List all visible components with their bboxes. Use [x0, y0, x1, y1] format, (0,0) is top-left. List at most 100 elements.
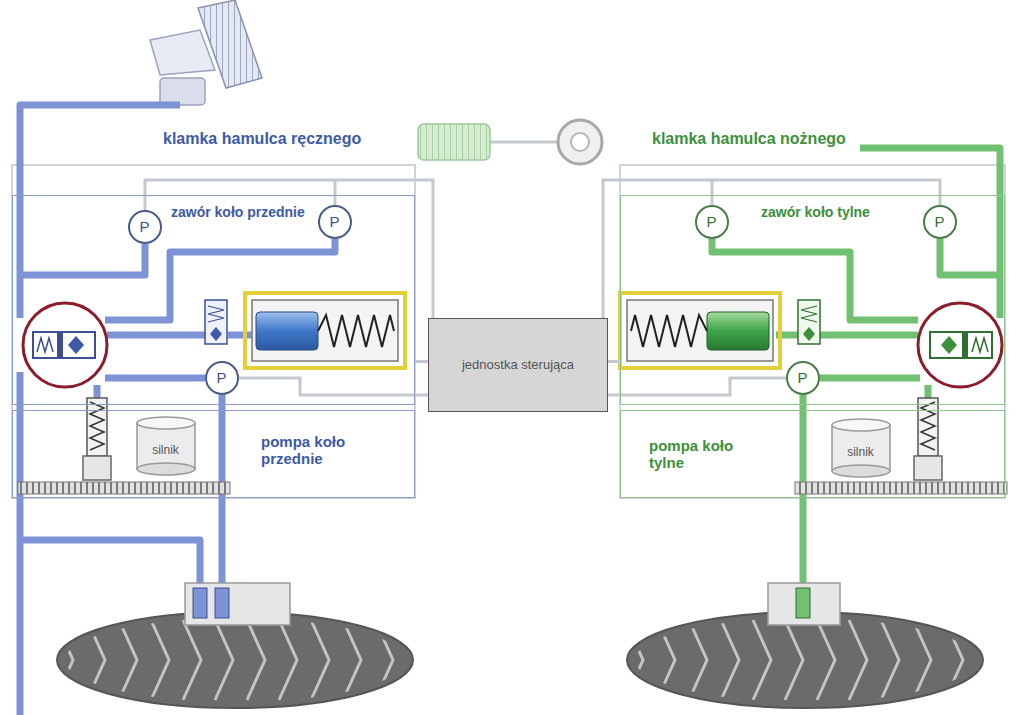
pressure-sensor: P	[786, 361, 820, 395]
sensor-letter: P	[139, 218, 149, 235]
front-hydraulic-unit	[208, 306, 224, 322]
tyre-tread	[785, 620, 803, 700]
front-brake-line	[105, 375, 205, 382]
hand-brake-lever	[160, 78, 205, 105]
signal-wire	[490, 141, 558, 144]
rear-brake-line	[860, 148, 1000, 318]
motor-outline	[832, 465, 890, 477]
hand-brake-lever	[150, 0, 262, 105]
front-hydraulic-unit	[210, 327, 222, 341]
foot-brake-pedal	[418, 120, 602, 164]
front-brake-line	[20, 105, 180, 318]
tyre-tread	[625, 620, 995, 700]
signal-connector	[608, 360, 620, 363]
front-hydraulic-unit	[205, 300, 227, 344]
rear-hydraulic-unit	[798, 300, 820, 344]
motor: silnik	[830, 417, 892, 479]
rear-hydraulic-unit	[627, 300, 773, 361]
front-brake-line	[107, 332, 205, 339]
motor-outline	[137, 423, 195, 469]
rear-hydraulic-unit	[801, 306, 817, 322]
rear-brake-line	[820, 332, 918, 339]
tyre-tread	[913, 620, 931, 700]
rear-hydraulic-unit	[962, 333, 968, 357]
rear-hydraulic-unit	[803, 327, 815, 341]
tyre-tread	[55, 620, 73, 700]
front-hydraulic-unit	[256, 312, 318, 350]
pump-box: silnik pompa koło przednie	[12, 410, 415, 498]
box-heading: pompa koło przednie	[261, 433, 373, 468]
tyre-tread	[119, 620, 137, 700]
motor-outline	[832, 425, 890, 471]
rear-hydraulic-unit	[918, 303, 1002, 387]
rear-brake-line	[940, 239, 1000, 275]
tyre-tread	[183, 620, 201, 700]
front-wheel	[185, 583, 290, 625]
foot-brake-pedal	[571, 133, 589, 151]
motor: silnik	[135, 415, 197, 477]
front-wheel	[57, 612, 413, 708]
tyre-tread	[721, 620, 739, 700]
rear-hydraulic-unit	[972, 338, 988, 352]
rear-wheel	[627, 612, 983, 708]
signal-wire	[334, 180, 337, 205]
box-text: jednostka sterująca	[462, 358, 574, 373]
signal-wire	[239, 378, 428, 395]
tyre-tread	[817, 620, 835, 700]
front-hydraulic-unit	[318, 315, 394, 347]
part-label: klamka hamulca ręcznego	[163, 130, 361, 148]
rear-brake-line	[820, 375, 920, 382]
front-brake-line	[20, 244, 145, 275]
tyre-tread	[977, 620, 995, 700]
housing-frame	[620, 165, 1005, 498]
front-hydraulic-unit	[23, 303, 107, 387]
box-text: silnik	[847, 446, 874, 460]
rear-hydraulic-unit	[620, 293, 1007, 494]
tyre-tread	[625, 620, 643, 700]
signal-wire	[711, 180, 714, 205]
front-hydraulic-unit	[87, 398, 107, 456]
tyre-tread	[753, 620, 771, 700]
foot-brake-pedal	[558, 120, 602, 164]
rear-hydraulic-unit	[795, 482, 1007, 494]
tyre-tread	[945, 620, 963, 700]
rear-hydraulic-unit	[941, 336, 957, 354]
motor-outline	[137, 463, 195, 475]
front-hydraulic-unit	[245, 293, 405, 368]
front-brake-line	[20, 540, 200, 588]
signal-connector	[415, 360, 428, 363]
tyre-tread	[375, 620, 393, 700]
sensor-letter: P	[706, 213, 716, 230]
tyre-tread	[215, 620, 233, 700]
front-wheel	[215, 588, 229, 618]
hand-brake-lever	[150, 30, 215, 75]
rear-hydraulic-unit	[707, 312, 769, 350]
sensor-letter: P	[329, 213, 339, 230]
front-hydraulic-unit	[33, 332, 95, 358]
tyre-tread	[87, 620, 105, 700]
housing-frame	[12, 165, 415, 498]
rear-hydraulic-unit	[918, 398, 938, 456]
signal-wire	[145, 142, 940, 395]
motor-outline	[832, 419, 890, 431]
box-text: silnik	[152, 444, 179, 458]
valve-box: PPPzawór koło tylne	[620, 195, 1005, 405]
tyre-tread	[55, 620, 425, 700]
box-heading: zawór koło tylne	[761, 204, 870, 220]
front-wheel	[55, 583, 425, 708]
rear-wheel	[796, 588, 810, 618]
rear-hydraulic-unit	[631, 315, 707, 347]
signal-wire	[608, 378, 786, 395]
hand-brake-lever	[198, 0, 262, 88]
tyre-tread	[849, 620, 867, 700]
sensor-letter: P	[797, 369, 807, 386]
front-hydraulic-unit	[37, 338, 53, 352]
motor-outline	[137, 417, 195, 429]
pressure-sensor: P	[318, 205, 352, 239]
tyre-tread	[151, 620, 169, 700]
rear-hydraulic-unit	[930, 332, 992, 358]
control-unit: jednostka sterująca	[428, 318, 608, 412]
part-label: klamka hamulca nożnego	[652, 130, 846, 148]
tyre-tread	[311, 620, 329, 700]
